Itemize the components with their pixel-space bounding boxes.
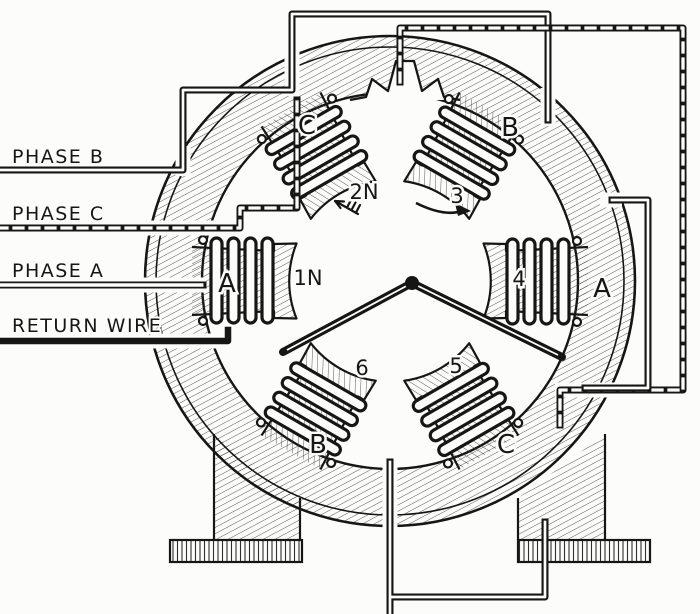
pole-right-a bbox=[481, 235, 590, 328]
wire-core bbox=[388, 460, 547, 614]
pole-letter-bottom-left: B bbox=[309, 430, 327, 460]
phase-a-label: PHASE A bbox=[12, 260, 104, 282]
pole-letter-bottom-right: C bbox=[497, 430, 515, 460]
phase-a-link-wire bbox=[581, 196, 652, 392]
wire-core bbox=[0, 12, 550, 172]
phase-b-wire bbox=[0, 10, 552, 174]
pole-letter-right: A bbox=[593, 274, 611, 304]
pole-number-top-left: 2N bbox=[349, 180, 378, 204]
top-slot-wedges bbox=[349, 59, 461, 102]
pole-number-bottom-right: 5 bbox=[449, 354, 462, 378]
pole-number-bottom-left: 6 bbox=[355, 356, 368, 380]
rotation-arrow-head bbox=[455, 203, 471, 216]
pole-letter-top-right: B bbox=[501, 113, 519, 143]
pole-number-top-right: 3 bbox=[450, 184, 463, 208]
return-wire bbox=[0, 326, 232, 345]
wire-stroke bbox=[0, 326, 232, 345]
pole-number-left: 1N bbox=[293, 266, 322, 290]
feathered-arrow-lines bbox=[333, 198, 362, 216]
phase-c-link-wire bbox=[396, 24, 687, 429]
left-foot-base bbox=[168, 538, 304, 564]
neutral-bottom-wire bbox=[386, 458, 549, 614]
rotation-arrow bbox=[415, 201, 471, 216]
right-foot-base bbox=[516, 538, 652, 564]
right-foot-sides bbox=[516, 434, 607, 540]
feathered-arrow bbox=[333, 198, 362, 216]
pole-left-a bbox=[190, 234, 299, 327]
phase-c-label: PHASE C bbox=[12, 203, 105, 225]
wire-core bbox=[0, 98, 299, 230]
pole-number-right: 4 bbox=[512, 267, 525, 291]
phase-c-wire bbox=[0, 96, 301, 232]
rotor-shaft-center bbox=[405, 276, 419, 290]
wire-core bbox=[398, 26, 685, 427]
wire-core bbox=[583, 198, 650, 390]
pole-letter-left: A bbox=[218, 269, 236, 299]
rotor-arm-highlight bbox=[286, 282, 559, 356]
phase-b-label: PHASE B bbox=[12, 146, 104, 168]
pole-letter-top-left: C bbox=[298, 111, 316, 141]
right-foot-body bbox=[518, 434, 605, 540]
return-wire-label: RETURN WIRE bbox=[12, 315, 162, 337]
rotor bbox=[279, 276, 566, 361]
